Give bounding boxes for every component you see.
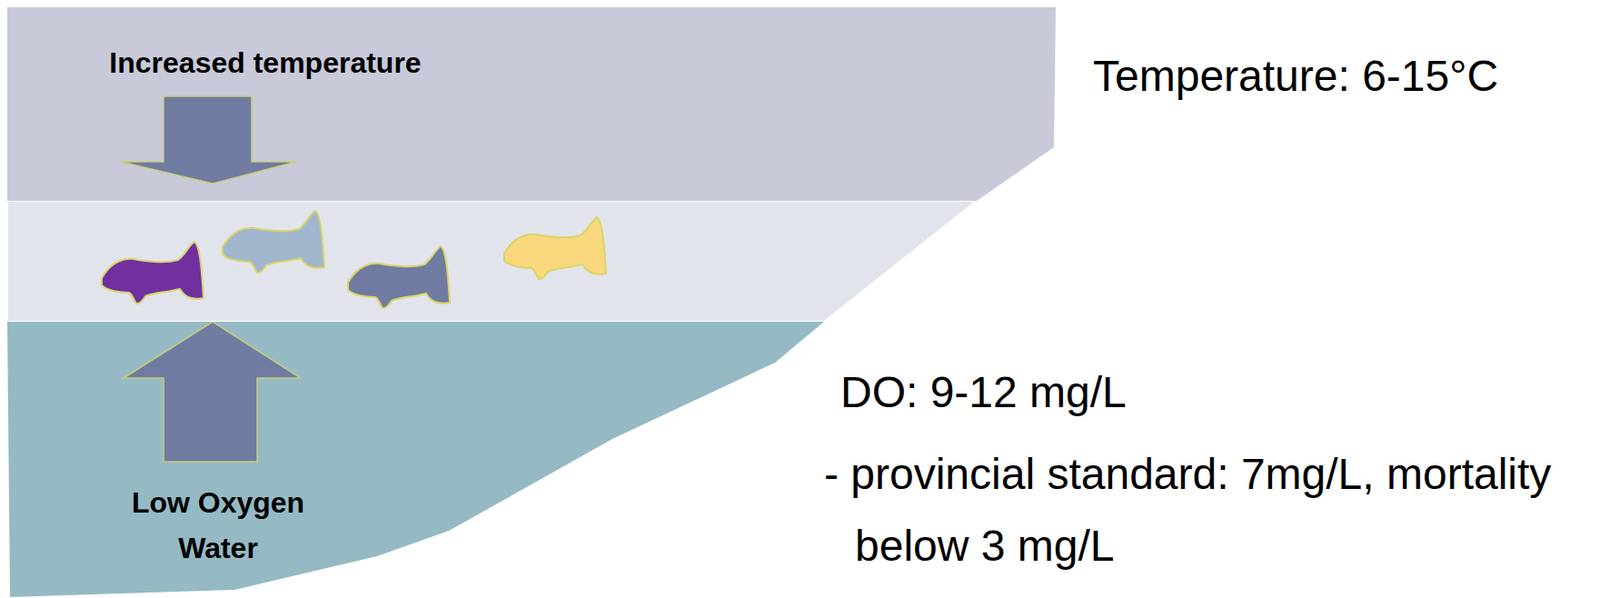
layer-shape [7, 7, 1056, 201]
up-arrow [123, 321, 301, 462]
layer-label: Low Oxygen Water [99, 480, 337, 571]
temperature-note: Temperature: 6-15°C [1093, 49, 1499, 103]
layer-fill [7, 7, 1056, 201]
fish-group [101, 210, 607, 309]
low-oxygen-bottom-layer: Low Oxygen Water [7, 321, 829, 598]
do-note: DO: 9-12 mg/L [840, 366, 1127, 419]
warm-surface-layer: Increased temperature [7, 7, 1056, 201]
standard-note: - provincial standard: 7mg/L, mortality … [824, 437, 1573, 582]
down-arrow [120, 96, 297, 184]
fish [222, 210, 325, 273]
fish [504, 217, 607, 279]
fish [347, 246, 450, 309]
middle-layer [7, 200, 977, 322]
fish [101, 241, 204, 304]
layer-label: Increased temperature [65, 40, 466, 87]
layer-fill [7, 321, 825, 597]
layer-shape [7, 321, 829, 598]
